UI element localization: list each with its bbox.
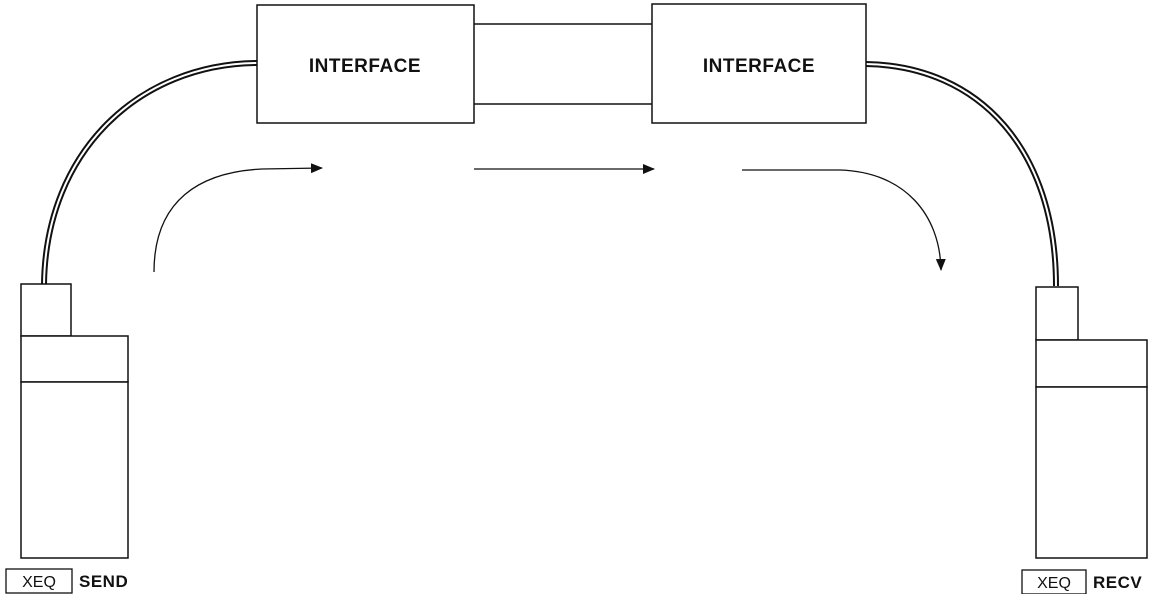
xeq-key-send-label: XEQ	[22, 574, 56, 591]
sending-calculator	[20, 283, 129, 559]
flow-arrow-curved-up	[153, 163, 323, 273]
flow-arrow-curved-down	[742, 169, 946, 271]
right-cable	[865, 61, 1059, 287]
recv-command-label: RECV	[1093, 573, 1142, 592]
left-cable	[41, 60, 258, 285]
send-command-label: SEND	[79, 572, 128, 591]
xeq-key-send	[5, 568, 73, 594]
xeq-key-recv-label: XEQ	[1037, 575, 1071, 592]
interface-box-left: INTERFACE	[256, 4, 475, 124]
interface-link	[474, 23, 652, 105]
recv-caption: XEQ RECV	[1021, 569, 1142, 595]
receiving-calculator	[1035, 286, 1148, 559]
interface-box-right: INTERFACE	[651, 3, 867, 124]
interface-label-left: INTERFACE	[309, 56, 421, 77]
send-caption: XEQ SEND	[5, 568, 128, 594]
interface-label-right: INTERFACE	[703, 56, 815, 77]
data-flow-arrows	[153, 163, 946, 273]
